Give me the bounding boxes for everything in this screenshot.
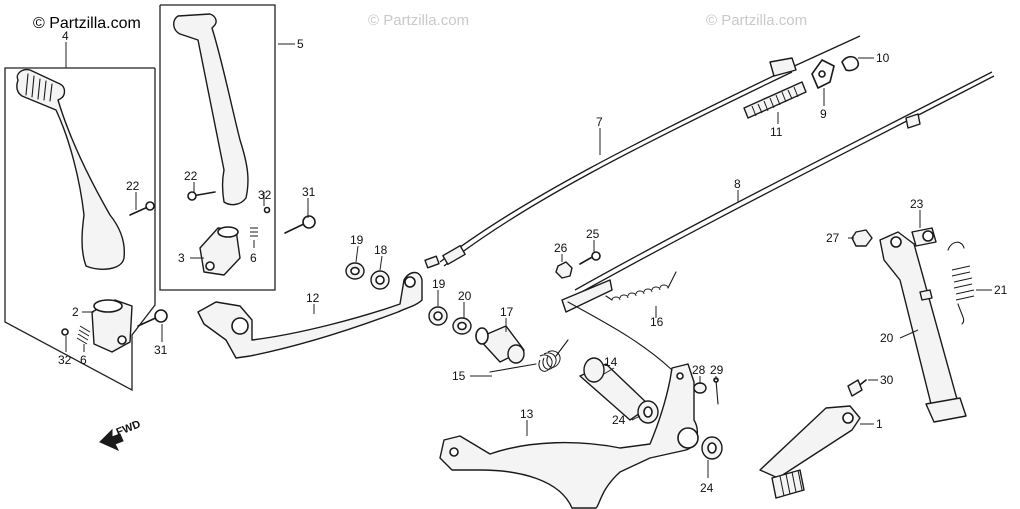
- part-10-wing-nut: [841, 55, 860, 72]
- callout-13: 13: [520, 407, 534, 421]
- part-16-spring: [605, 271, 677, 301]
- callout-31-right: 31: [302, 185, 316, 199]
- part-11-spring: [743, 81, 807, 119]
- part-14-pivot-pipe: [579, 357, 651, 421]
- part-23-pivot-bolt: [911, 227, 937, 247]
- part-25-bolt: [579, 251, 601, 265]
- part-19-washer-b: [452, 317, 472, 335]
- callout-28: 28: [692, 363, 706, 377]
- part-22-bolt-left: [129, 201, 155, 216]
- callout-31-left: 31: [154, 343, 168, 357]
- part-3-kick-joint: [199, 226, 241, 276]
- callout-18-b: 19: [432, 277, 446, 291]
- callout-2: 2: [72, 305, 79, 319]
- callout-25: 25: [586, 227, 600, 241]
- part-6-bolt-left: [76, 325, 91, 345]
- part-31-bolt-left: [137, 309, 168, 327]
- leader-lines: [65, 42, 992, 478]
- part-2-kick-joint-left: [91, 299, 133, 353]
- part-21-spring: [947, 241, 975, 325]
- callout-16: 16: [650, 315, 664, 329]
- part-31-bolt-right: [284, 215, 316, 234]
- callout-15: 15: [452, 369, 466, 383]
- part-17-pivot-shaft: [475, 325, 525, 364]
- part-26-nut: [555, 261, 573, 279]
- part-8-cable: [561, 71, 995, 313]
- callout-6-left: 6: [80, 353, 87, 367]
- part-18-washer-b: [428, 306, 448, 326]
- callout-1: 1: [876, 417, 883, 431]
- kick-lever-box-left: [4, 67, 156, 392]
- callout-24-a: 24: [612, 413, 626, 427]
- callout-22-right: 22: [184, 169, 198, 183]
- part-27-nut: [851, 229, 873, 247]
- callout-20: 20: [880, 331, 894, 345]
- callout-4: 4: [62, 29, 69, 43]
- callout-19-a: 19: [350, 233, 364, 247]
- callout-23: 23: [910, 197, 924, 211]
- callout-17: 17: [500, 305, 514, 319]
- callout-labels: 4 5 22 22 32 31 3 6 2 6 32 31 7 8 10 9 1…: [58, 29, 1008, 495]
- part-18-washer-a: [370, 270, 390, 290]
- part-7-cable: [424, 35, 861, 269]
- part-4-kickstarter-arm: [16, 68, 126, 270]
- callout-18-a: 18: [374, 243, 388, 257]
- part-6-bolt-right: [250, 227, 258, 237]
- forward-label: FWD: [115, 418, 143, 439]
- callout-21: 21: [994, 283, 1008, 297]
- callout-26: 26: [554, 241, 568, 255]
- watermark-center: © Partzilla.com: [368, 12, 469, 29]
- callout-5: 5: [297, 37, 304, 51]
- part-5-kickstarter-arm: [173, 13, 249, 206]
- callout-32-right: 32: [258, 188, 272, 202]
- callout-14: 14: [604, 355, 618, 369]
- part-19-washer-a: [345, 262, 365, 280]
- callout-10: 10: [876, 51, 890, 65]
- part-28-washer: [693, 382, 707, 394]
- kick-lever-box-right: [159, 4, 276, 291]
- part-9-clip: [811, 59, 835, 89]
- part-30-bolt: [847, 379, 867, 397]
- part-29-cotter-pin: [713, 377, 719, 405]
- callout-29: 29: [710, 363, 724, 377]
- callout-24-b: 24: [700, 481, 714, 495]
- callout-32-left: 32: [58, 353, 72, 367]
- part-1-gear-shift-pedal: [759, 405, 861, 499]
- callout-9: 9: [820, 107, 827, 121]
- part-22-bolt-right: [187, 191, 216, 201]
- part-stand-pin: [919, 289, 933, 301]
- part-24-washer-a: [637, 400, 659, 424]
- watermark-main: © Partzilla.com: [33, 15, 141, 32]
- part-13-brake-pedal: [439, 301, 699, 509]
- watermark-right: © Partzilla.com: [706, 12, 807, 29]
- callout-30: 30: [880, 373, 894, 387]
- callout-3: 3: [178, 251, 185, 265]
- callout-6-right: 6: [250, 251, 257, 265]
- callout-11: 11: [770, 125, 783, 139]
- part-20-side-stand: [879, 231, 967, 423]
- part-12-brake-arm: [197, 271, 423, 359]
- callout-27: 27: [826, 231, 840, 245]
- part-32-pin-left: [61, 328, 69, 336]
- callout-7: 7: [596, 115, 603, 129]
- callout-22-left: 22: [126, 179, 140, 193]
- part-32-pin-right: [263, 206, 271, 214]
- callout-19-b: 20: [458, 289, 472, 303]
- part-24-washer-b: [701, 436, 723, 460]
- callout-12: 12: [306, 291, 320, 305]
- part-15-return-spring: [489, 339, 569, 373]
- forward-direction-indicator: FWD: [99, 418, 143, 452]
- callout-8: 8: [734, 177, 741, 191]
